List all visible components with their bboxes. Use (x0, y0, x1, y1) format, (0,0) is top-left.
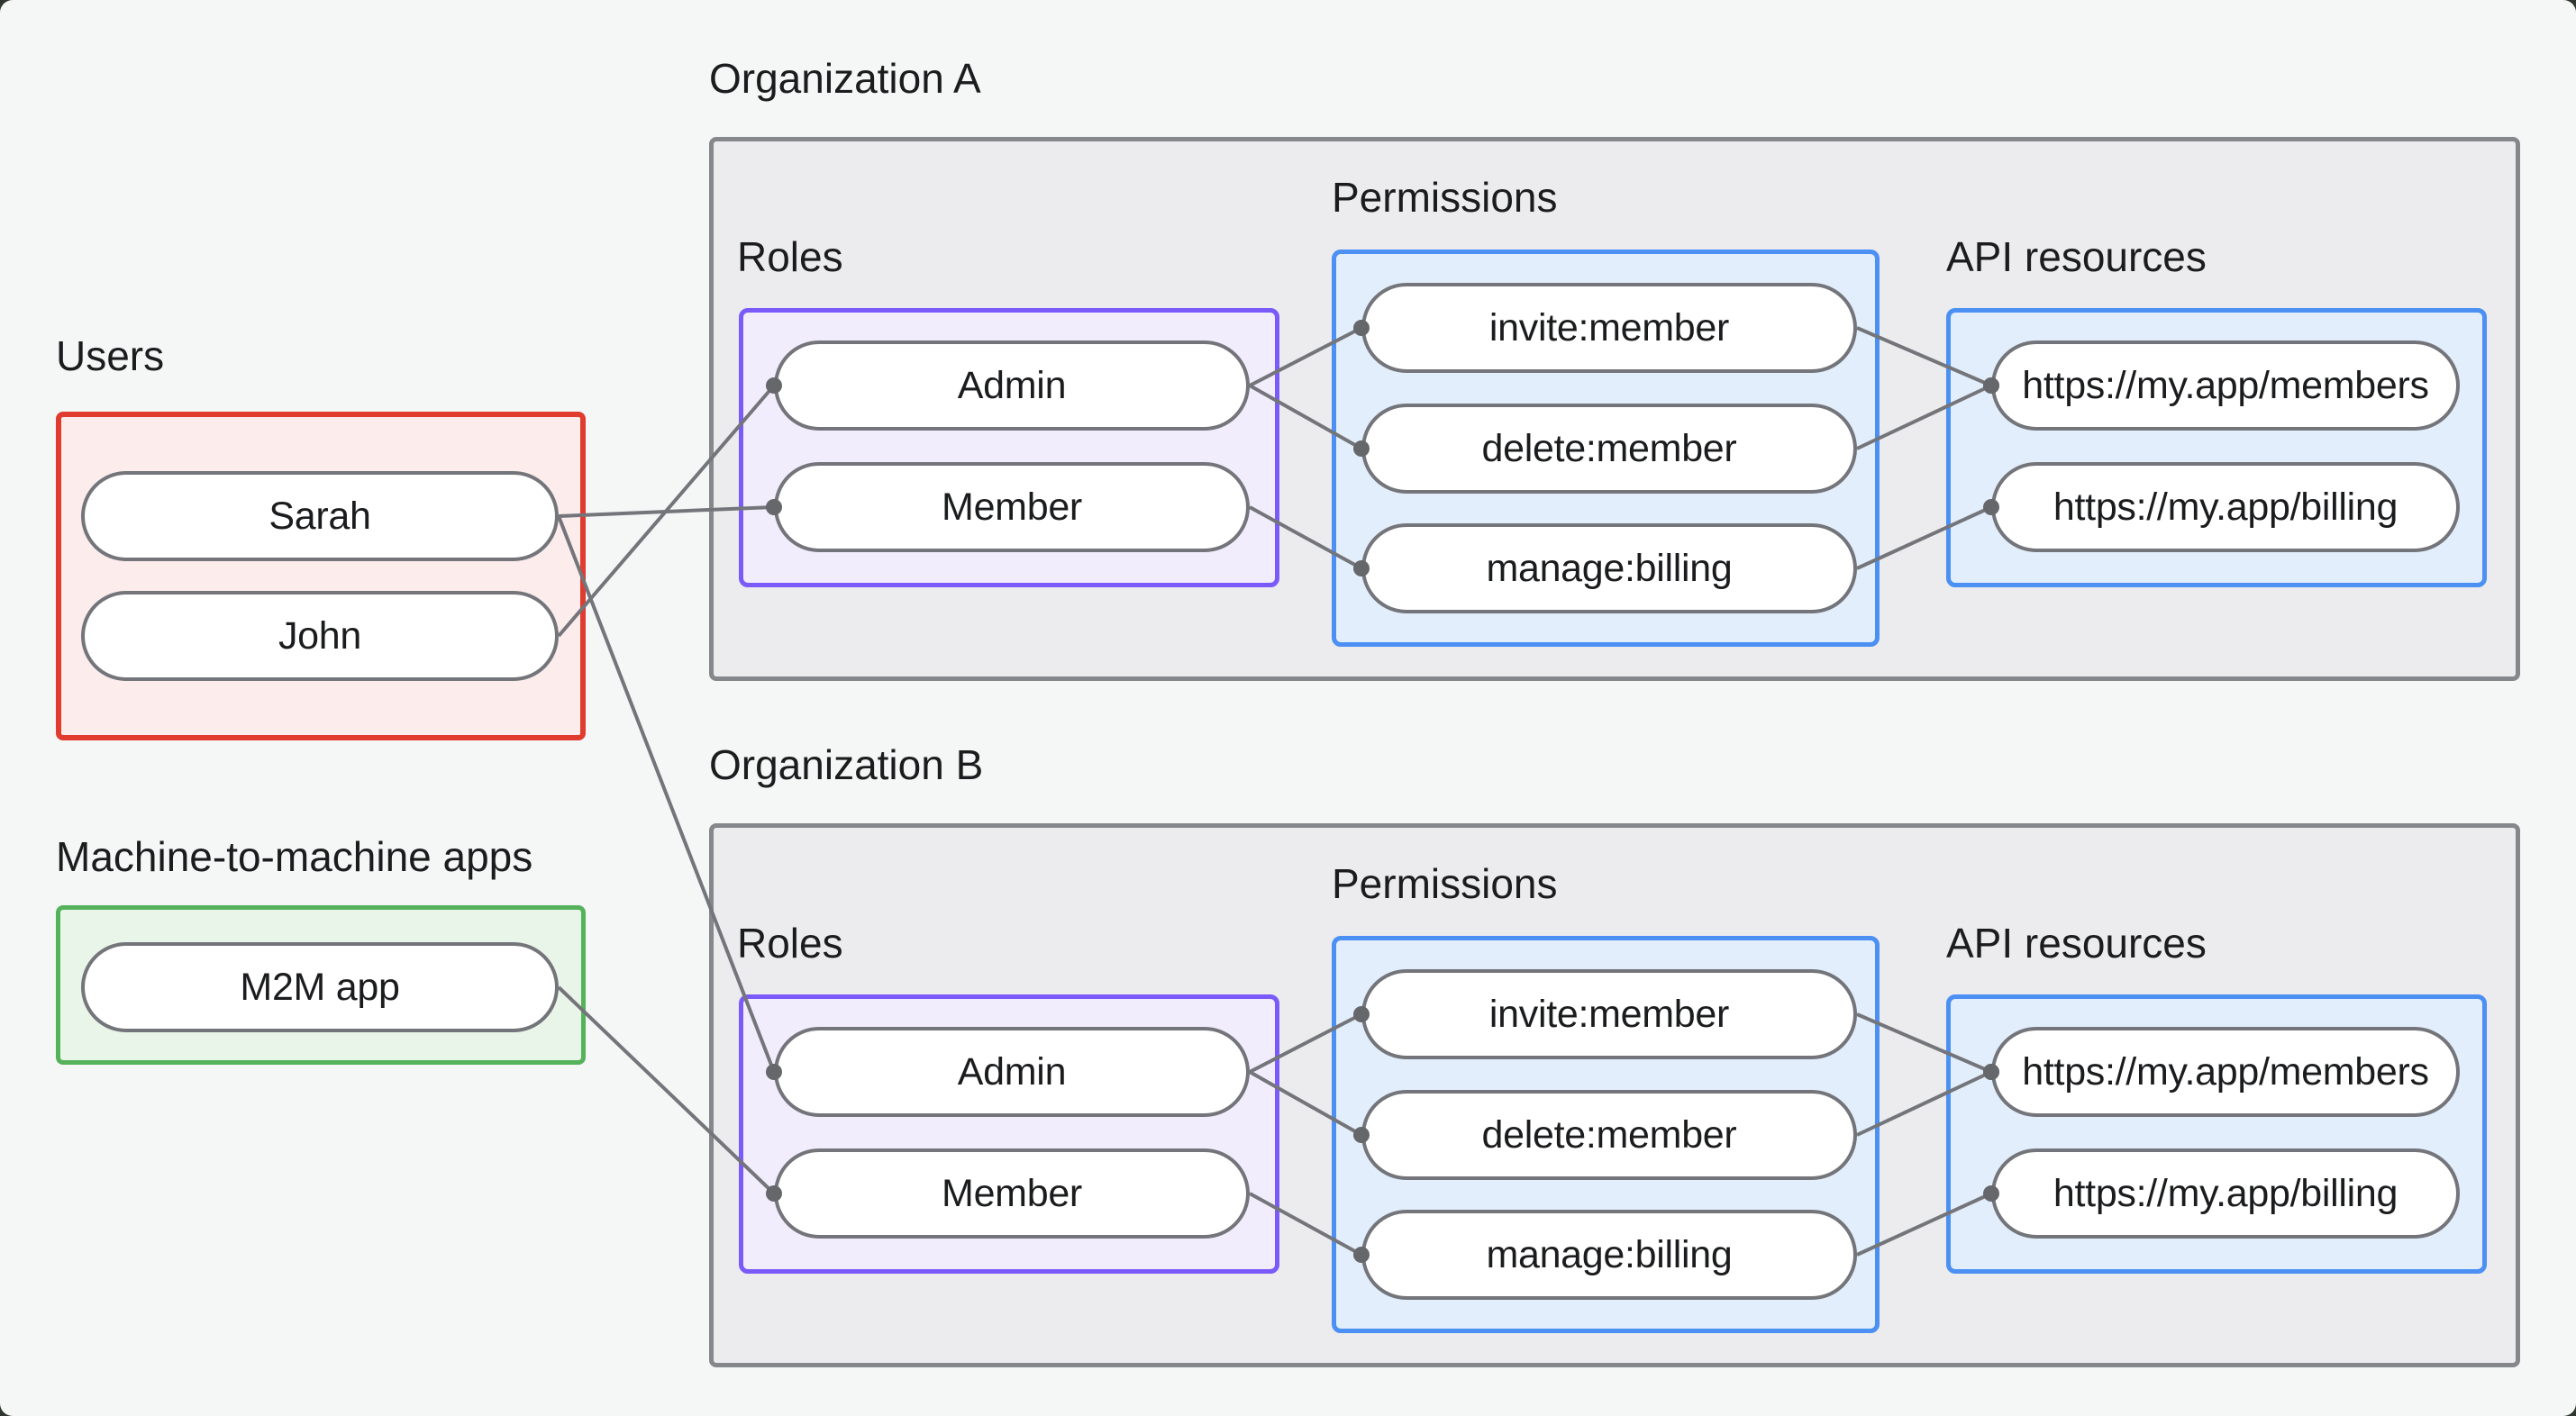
org-a-permission-node-invite-member[interactable]: invite:member (1361, 283, 1857, 373)
m2m-section-title: Machine-to-machine apps (56, 833, 533, 880)
m2m-app-node[interactable]: M2M app (81, 942, 559, 1032)
org-b-permissions-title: Permissions (1332, 860, 1558, 907)
user-node-sarah[interactable]: Sarah (81, 471, 559, 561)
user-node-john[interactable]: John (81, 591, 559, 681)
org-a-permission-node-manage-billing[interactable]: manage:billing (1361, 523, 1857, 613)
org-a-permissions-title: Permissions (1332, 174, 1558, 221)
org-a-role-node-member[interactable]: Member (774, 462, 1250, 552)
org-b-permission-node-manage-billing[interactable]: manage:billing (1361, 1210, 1857, 1300)
users-group-box (56, 412, 586, 740)
org-a-roles-title: Roles (737, 233, 843, 280)
org-a-permission-node-delete-member[interactable]: delete:member (1361, 404, 1857, 494)
org-a-api-node-billing[interactable]: https://my.app/billing (1991, 462, 2460, 552)
org-b-title: Organization B (709, 741, 984, 788)
org-b-permission-node-invite-member[interactable]: invite:member (1361, 969, 1857, 1059)
org-a-role-node-admin[interactable]: Admin (774, 340, 1250, 431)
org-b-roles-title: Roles (737, 920, 843, 967)
org-b-role-node-admin[interactable]: Admin (774, 1027, 1250, 1117)
org-a-title: Organization A (709, 55, 981, 102)
org-a-api-resources-title: API resources (1946, 233, 2207, 280)
users-section-title: Users (56, 332, 165, 379)
org-b-role-node-member[interactable]: Member (774, 1148, 1250, 1239)
org-b-api-resources-title: API resources (1946, 920, 2207, 967)
org-b-api-node-billing[interactable]: https://my.app/billing (1991, 1148, 2460, 1239)
org-b-permission-node-delete-member[interactable]: delete:member (1361, 1090, 1857, 1180)
org-a-api-node-members[interactable]: https://my.app/members (1991, 340, 2460, 431)
org-b-api-node-members[interactable]: https://my.app/members (1991, 1027, 2460, 1117)
